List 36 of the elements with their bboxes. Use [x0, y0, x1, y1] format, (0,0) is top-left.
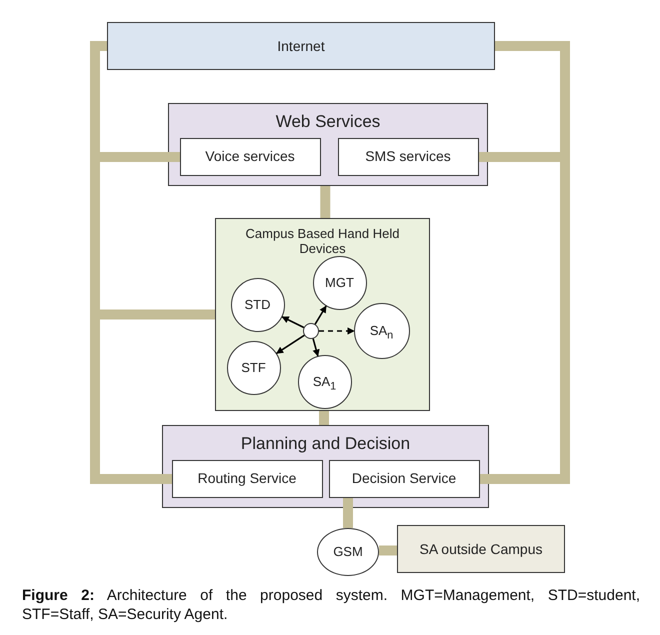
node-label: GSM [332, 544, 364, 559]
node-label: SA$_{1}$ [312, 374, 338, 394]
node-label: SMS services [364, 148, 452, 164]
process-box [397, 525, 565, 573]
process-box [338, 138, 478, 176]
arrow [314, 306, 327, 325]
connector-line [343, 498, 353, 528]
group-box [215, 218, 430, 411]
group-title: Planning and Decision [240, 434, 412, 453]
node-label: SA$_{n}$ [368, 322, 394, 344]
group-title: Web Services [274, 112, 382, 131]
group-box [168, 103, 488, 186]
arrow [319, 327, 355, 335]
connector-line [320, 186, 330, 218]
arrow [282, 316, 304, 328]
figure-caption: Figure 2: Architecture of the proposed system. MGT=Management, STD=student, STF=Staff, SA=Security Agent. [22, 586, 640, 624]
node-label: Decision Service [350, 470, 458, 486]
hub-circle [302, 322, 318, 338]
node-label: MGT [324, 274, 355, 290]
process-box [180, 138, 320, 176]
node-label: STF [240, 360, 267, 374]
node-label: Voice services [204, 148, 296, 164]
node-label: Routing Service [196, 470, 298, 486]
process-box [328, 460, 480, 498]
arrow [276, 334, 305, 354]
node-label: STD [244, 296, 272, 312]
group-title: Campus Based Hand Held Devices [244, 226, 400, 256]
connector-line [319, 411, 329, 425]
connector-line [379, 546, 397, 556]
arrow [312, 338, 320, 357]
process-box [172, 460, 322, 498]
node-label: Internet [276, 38, 326, 54]
process-box [107, 22, 495, 70]
circle-node [354, 302, 410, 358]
group-box [162, 425, 489, 508]
node-label: SA outside Campus [418, 540, 544, 556]
